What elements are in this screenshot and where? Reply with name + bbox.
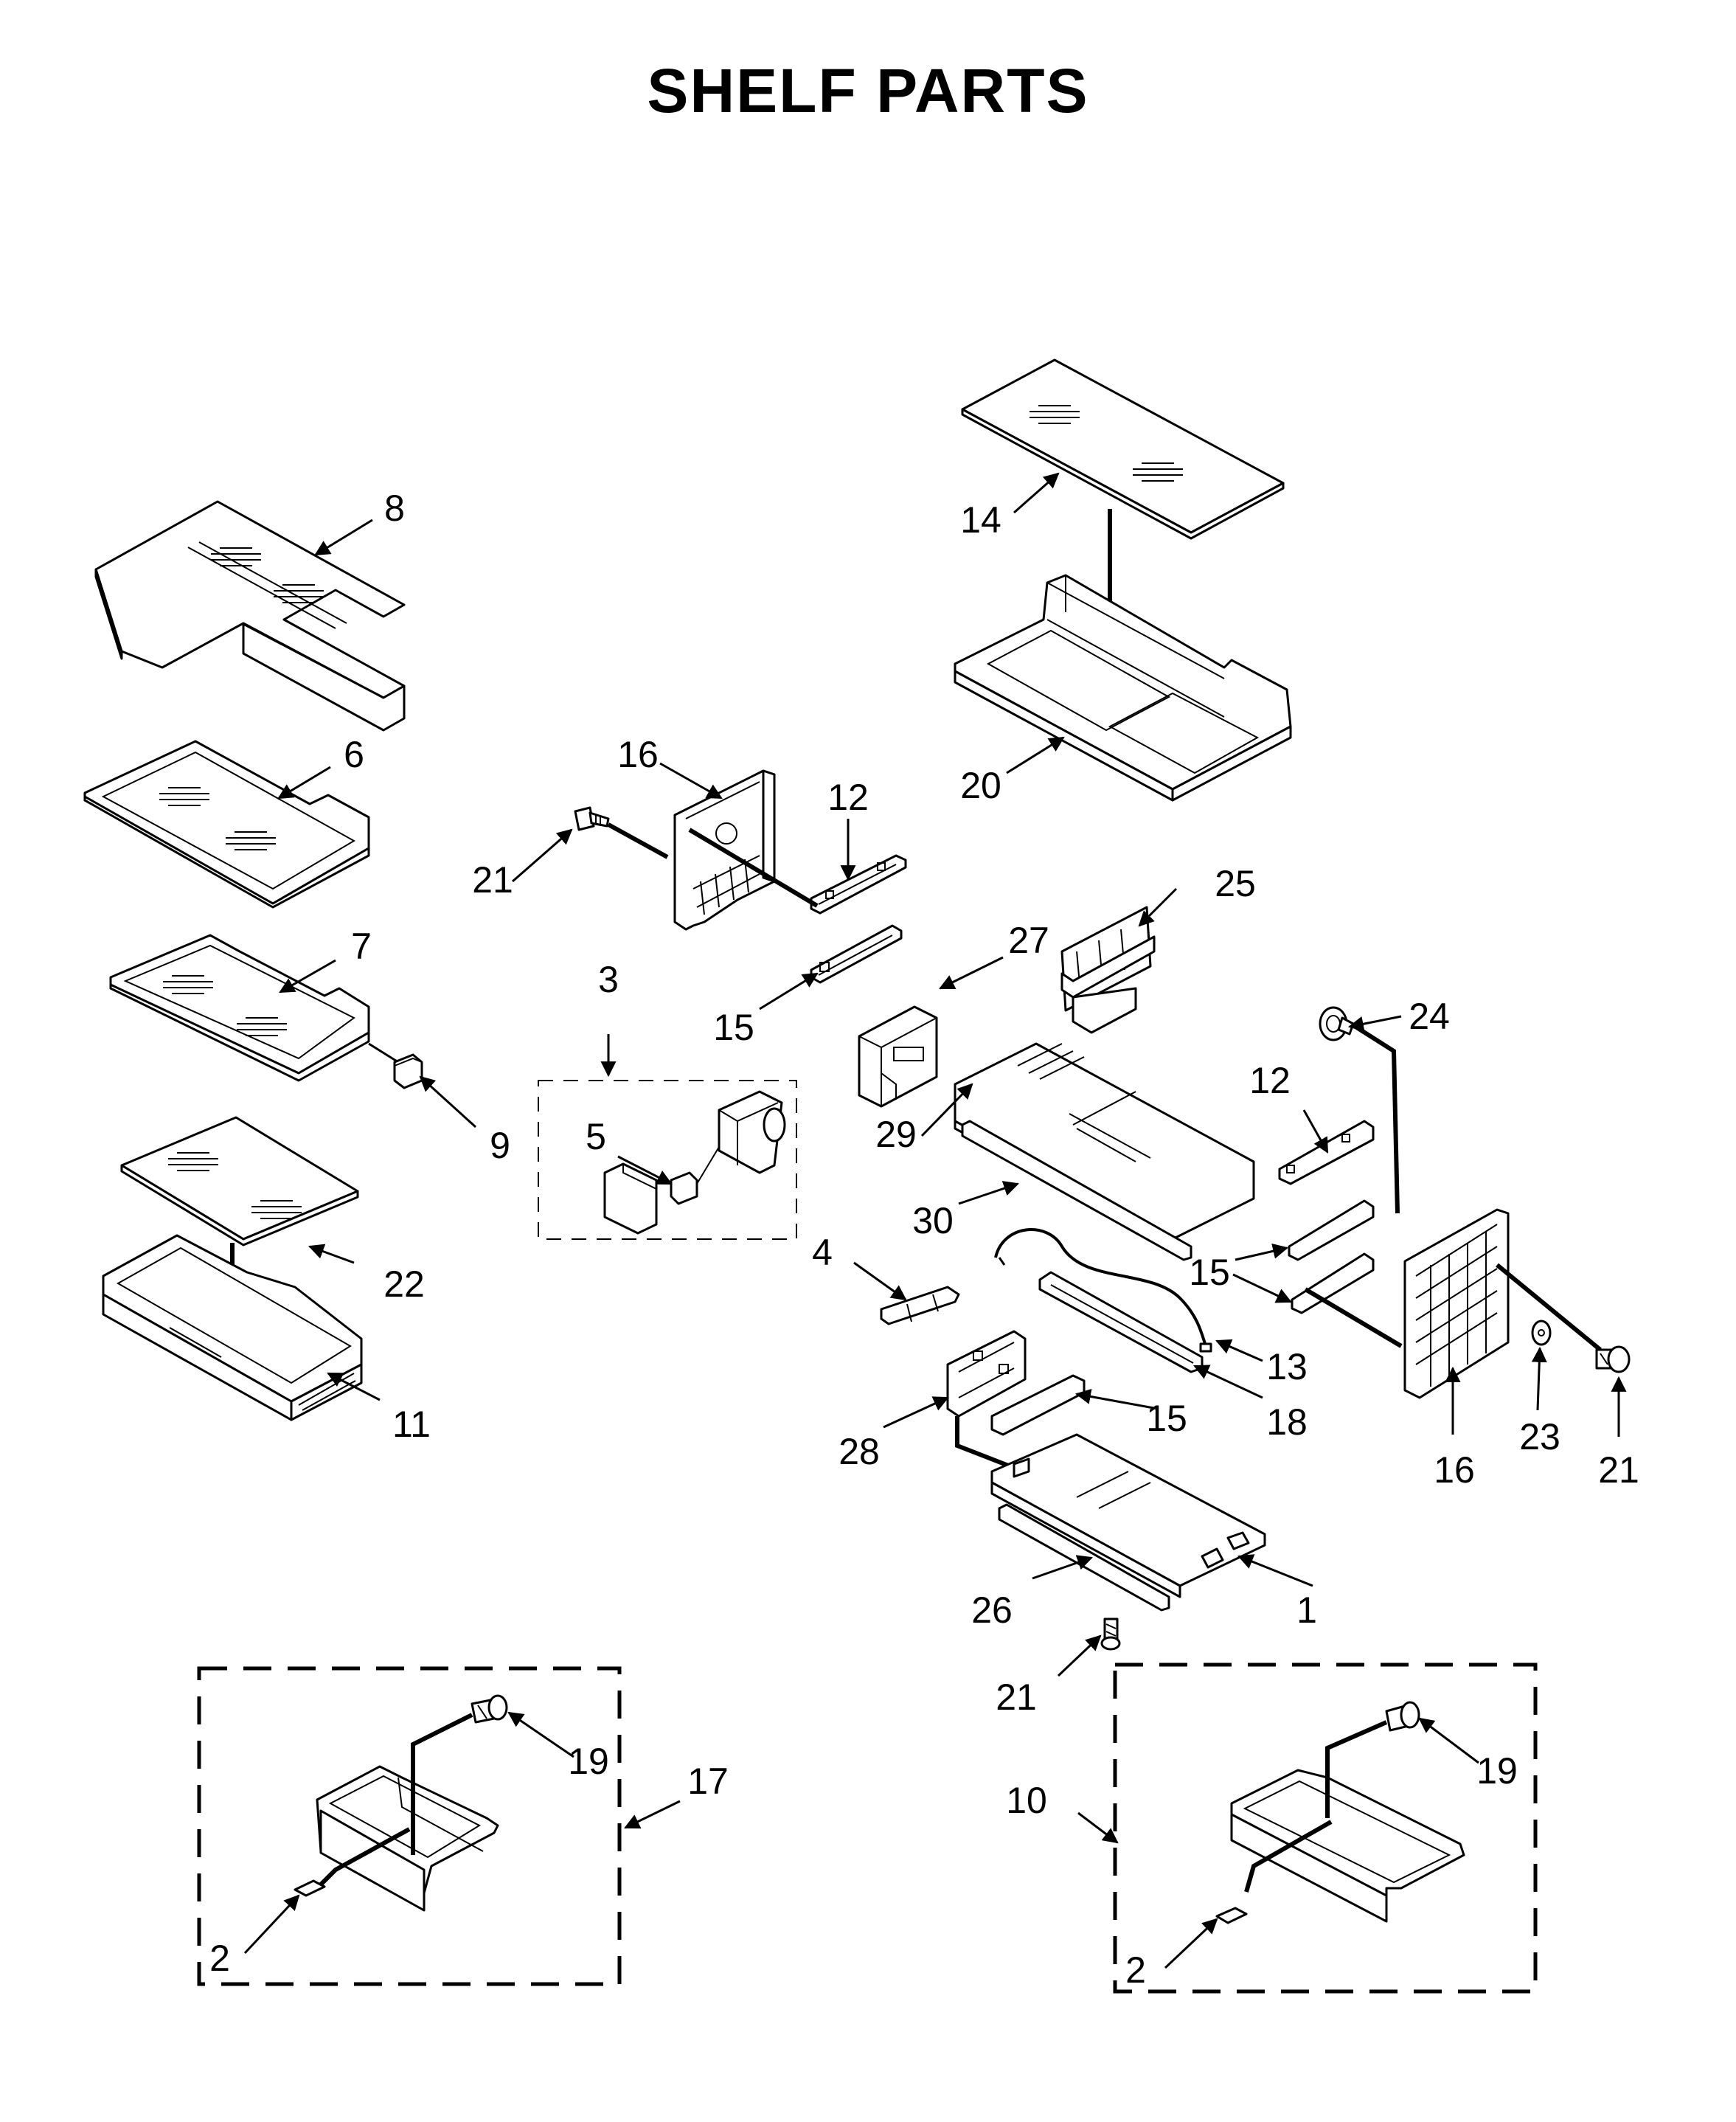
part-12-upper-rail xyxy=(810,854,907,915)
part-7-glass-shelf xyxy=(109,934,370,1082)
part-18-rail xyxy=(1038,1271,1204,1373)
callout-27: 27 xyxy=(1008,920,1049,961)
part-30-trim xyxy=(961,1120,1192,1261)
part-10-leader-line xyxy=(1325,1720,1388,1818)
part-3-fan-housing xyxy=(718,1090,786,1174)
part-5-connector xyxy=(670,1171,698,1205)
callout-14: 14 xyxy=(960,499,1001,541)
callout-25: 25 xyxy=(1215,863,1256,904)
callout-10: 10 xyxy=(1006,1780,1047,1821)
part-1-lower-shelf xyxy=(990,1433,1266,1598)
part-15-upper-rail xyxy=(810,924,903,984)
part-20-shelf-frame xyxy=(954,574,1292,802)
part-22-crisper-glass xyxy=(120,1116,359,1246)
callout-19-right: 19 xyxy=(1476,1750,1518,1792)
callout-19-left: 19 xyxy=(568,1741,609,1782)
callout-17: 17 xyxy=(687,1761,729,1802)
part-17-lower-leader-line xyxy=(319,1827,411,1887)
part-2-pin-left xyxy=(294,1879,326,1897)
callout-12-right: 12 xyxy=(1249,1060,1291,1101)
callout-4: 4 xyxy=(812,1232,833,1273)
part-10-drawer xyxy=(1230,1769,1465,1923)
part-3-wire xyxy=(696,1146,720,1185)
callout-21-lower: 21 xyxy=(996,1677,1037,1718)
part-28-bracket xyxy=(946,1330,1027,1418)
part-8-upper-shelf xyxy=(94,500,406,732)
callout-28: 28 xyxy=(839,1431,880,1472)
callout-22: 22 xyxy=(383,1263,425,1305)
part-21-screw-upper xyxy=(574,806,610,831)
callout-29: 29 xyxy=(875,1114,917,1155)
part-19-screw-left xyxy=(471,1694,508,1724)
callout-11: 11 xyxy=(392,1404,431,1445)
part-16-lower-leader-line xyxy=(1304,1287,1403,1348)
part-17-drawer xyxy=(316,1765,499,1912)
part-23-leader-line xyxy=(1496,1263,1602,1352)
callout-15-right: 15 xyxy=(1189,1252,1230,1293)
callout-7: 7 xyxy=(351,926,372,967)
part-28-wire xyxy=(955,1416,1015,1470)
callout-21-right: 21 xyxy=(1598,1449,1639,1491)
callout-9: 9 xyxy=(490,1125,510,1166)
callout-6: 6 xyxy=(344,734,364,775)
page-title: SHELF PARTS xyxy=(647,56,1089,125)
part-15-right-rail-b xyxy=(1291,1252,1375,1314)
callout-13: 13 xyxy=(1266,1346,1308,1387)
callout-30: 30 xyxy=(912,1200,954,1241)
part-27-module xyxy=(858,1005,938,1108)
part-21-leader-line xyxy=(607,822,669,859)
callout-16-upper: 16 xyxy=(617,734,659,775)
part-15-right-rail-a xyxy=(1288,1199,1375,1261)
part-9-shelf-clip xyxy=(368,1042,423,1089)
callout-26: 26 xyxy=(971,1589,1013,1631)
callout-labels: 8 6 7 9 3 5 22 11 14 20 16 12 21 15 25 2… xyxy=(209,488,1639,1991)
callout-8: 8 xyxy=(384,488,405,529)
callout-12-upper: 12 xyxy=(827,777,869,818)
leader-arrows xyxy=(243,472,1627,1969)
callout-23: 23 xyxy=(1519,1416,1560,1457)
part-19-screw-right xyxy=(1385,1701,1420,1732)
callout-24: 24 xyxy=(1409,996,1450,1037)
part-10-lower-leader-line xyxy=(1244,1820,1333,1893)
callout-18: 18 xyxy=(1266,1401,1308,1443)
callout-1: 1 xyxy=(1296,1589,1317,1631)
part-6-glass-shelf xyxy=(83,740,370,909)
callout-15-upper: 15 xyxy=(713,1007,754,1048)
part-24-leader-line xyxy=(1354,1024,1400,1214)
callout-21-upper: 21 xyxy=(472,859,513,901)
part-12-right-rail xyxy=(1278,1120,1375,1185)
part-23-washer xyxy=(1531,1320,1552,1346)
callout-20: 20 xyxy=(960,765,1001,806)
part-2-pin-right xyxy=(1215,1907,1248,1924)
part-25-bracket xyxy=(1060,906,1156,1034)
callout-16-lower: 16 xyxy=(1434,1449,1475,1491)
part-21-screw-right xyxy=(1595,1345,1631,1373)
part-24-knob xyxy=(1319,1006,1355,1041)
part-13-wire-harness xyxy=(994,1228,1212,1353)
callout-3: 3 xyxy=(598,959,619,1000)
part-4-bracket xyxy=(880,1286,960,1325)
part-17-leader-line xyxy=(411,1713,473,1855)
part-3-assembly-box xyxy=(538,1080,797,1240)
part-16-lower-grid-panel xyxy=(1403,1208,1510,1399)
part-5-module xyxy=(603,1162,658,1235)
part-14-top-glass xyxy=(961,358,1285,540)
callout-15-lower: 15 xyxy=(1146,1398,1187,1439)
callout-5: 5 xyxy=(586,1116,606,1157)
part-17-drawer-assembly-box xyxy=(197,1666,622,1986)
part-21-screw-lower xyxy=(1100,1617,1121,1651)
callout-2-left: 2 xyxy=(209,1938,230,1979)
callout-2-right: 2 xyxy=(1125,1949,1146,1991)
part-12-leader-line-upper xyxy=(688,828,819,908)
